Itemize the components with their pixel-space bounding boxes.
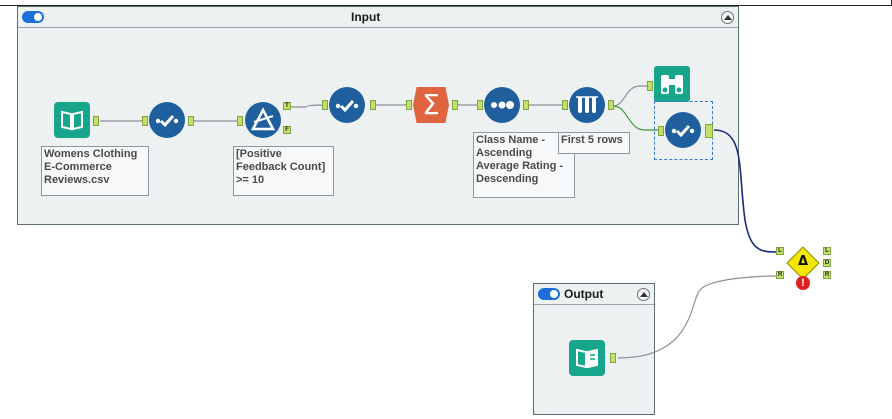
error-symbol: ! [801, 277, 805, 289]
delta-symbol: Δ [797, 254, 809, 269]
sort-input-anchor[interactable] [477, 100, 483, 110]
sample-input-anchor[interactable] [562, 100, 568, 110]
select-tool-2[interactable] [329, 87, 365, 123]
sample-output-anchor[interactable] [608, 100, 614, 110]
filter-triangle-icon [250, 107, 276, 131]
filter-tool[interactable] [245, 102, 281, 138]
input-data-output-anchor[interactable] [93, 116, 99, 126]
select2-input-anchor[interactable] [322, 100, 328, 110]
summarize-tool[interactable]: Σ [413, 87, 449, 123]
select2-output-anchor[interactable] [370, 100, 376, 110]
input-container-header[interactable]: Input [18, 7, 738, 28]
browse-tool[interactable] [654, 66, 690, 102]
summarize-output-anchor[interactable] [452, 100, 458, 110]
test-output-d-anchor[interactable]: D [823, 259, 831, 267]
wire-sample-to-browse [612, 85, 650, 107]
filter-input-anchor[interactable] [237, 116, 243, 126]
sigma-icon: Σ [422, 88, 440, 121]
select-check-icon [671, 125, 695, 138]
output-data-tool[interactable] [569, 340, 605, 376]
wire-filter-true-to-select [291, 104, 326, 108]
output-container-header[interactable]: Output [534, 284, 654, 305]
input-container-title: Input [351, 10, 381, 24]
input-container[interactable]: Input [17, 6, 739, 225]
wire-sample-to-select2 [612, 105, 660, 131]
input-container-toggle[interactable] [22, 11, 44, 23]
select1-output-anchor[interactable] [188, 116, 194, 126]
test-output-l-anchor[interactable]: L [823, 247, 831, 255]
test-tubes-icon [576, 96, 598, 113]
select-tool-3[interactable] [665, 112, 701, 148]
summarize-input-anchor[interactable] [406, 100, 412, 110]
test-right-input-anchor[interactable]: R [776, 271, 784, 279]
sample-annotation: First 5 rows [558, 132, 630, 154]
error-icon: ! [796, 276, 810, 290]
output-container-title: Output [564, 287, 604, 301]
select1-input-anchor[interactable] [142, 116, 148, 126]
select3-input-anchor[interactable] [658, 126, 664, 136]
sample-tool[interactable] [569, 87, 605, 123]
wire-select2-to-test [713, 129, 777, 253]
output-container-collapse-button[interactable] [637, 288, 650, 301]
filter-annotation: [Positive Feedback Count] >= 10 [233, 146, 334, 196]
book-icon [61, 110, 83, 131]
sort-dots-icon [491, 101, 514, 109]
select3-output-anchor[interactable] [705, 124, 713, 138]
book-output-icon [576, 348, 598, 369]
select-tool-1[interactable] [149, 102, 185, 138]
wire-output-to-test [617, 275, 777, 359]
filter-true-anchor[interactable]: T [283, 102, 291, 110]
select-check-icon [155, 115, 179, 128]
filter-false-anchor[interactable]: F [283, 126, 291, 134]
input-data-tool[interactable] [54, 102, 90, 138]
binoculars-icon [661, 75, 683, 94]
browse-input-anchor[interactable] [647, 81, 653, 91]
output-container-toggle[interactable] [538, 288, 560, 300]
sort-tool[interactable] [484, 87, 520, 123]
output-data-anchor[interactable] [610, 353, 616, 363]
sort-output-anchor[interactable] [523, 100, 529, 110]
input-container-collapse-button[interactable] [721, 11, 734, 24]
test-tool[interactable]: Δ [786, 246, 820, 280]
input-data-annotation: Womens Clothing E-Commerce Reviews.csv [41, 146, 149, 196]
select-check-icon [335, 100, 359, 113]
test-output-r-anchor[interactable]: R [823, 271, 831, 279]
test-left-input-anchor[interactable]: L [776, 247, 784, 255]
